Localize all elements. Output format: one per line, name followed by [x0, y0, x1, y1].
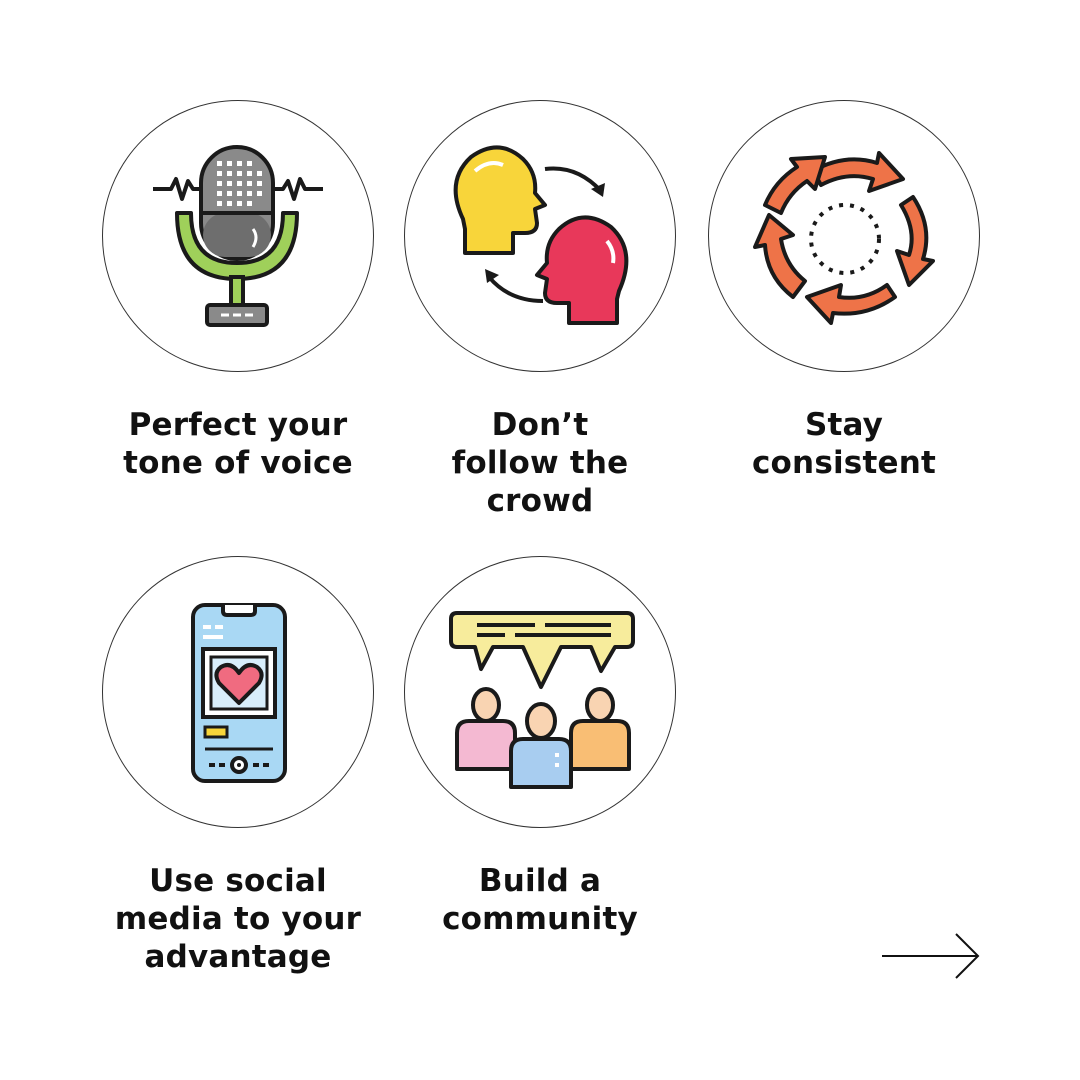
microphone-icon	[153, 145, 323, 327]
tip-label: Perfect your tone of voice	[88, 406, 388, 482]
tip-label: Don’t follow the crowd	[390, 406, 690, 520]
tip-circle	[102, 100, 374, 372]
smartphone-heart-icon	[191, 603, 287, 783]
tip-tone-of-voice: Perfect your tone of voice	[88, 100, 388, 500]
tip-label: Build a community	[390, 862, 690, 938]
label-line: crowd	[486, 483, 594, 519]
cycle-arrows-icon	[753, 151, 935, 325]
tip-social-media: Use social media to your advantage	[88, 556, 388, 976]
tip-dont-follow-crowd: Don’t follow the crowd	[390, 100, 690, 520]
tip-stay-consistent: Stay consistent	[694, 100, 994, 500]
label-line: community	[442, 901, 638, 937]
label-line: Stay	[804, 407, 884, 443]
label-line: follow the	[451, 445, 629, 481]
tip-circle	[404, 556, 676, 828]
arrow-right-icon	[882, 933, 980, 979]
label-line: Don’t	[491, 407, 589, 443]
tip-circle	[708, 100, 980, 372]
label-line: Use social	[149, 863, 327, 899]
community-chat-icon	[449, 611, 635, 789]
label-line: media to your	[114, 901, 362, 937]
label-line: tone of voice	[123, 445, 353, 481]
tip-circle	[404, 100, 676, 372]
tip-build-community: Build a community	[390, 556, 690, 956]
label-line: consistent	[751, 445, 936, 481]
next-slide-button[interactable]	[880, 930, 984, 982]
label-line: Build a	[478, 863, 602, 899]
tip-circle	[102, 556, 374, 828]
label-line: advantage	[144, 939, 332, 975]
tip-label: Stay consistent	[694, 406, 994, 482]
tip-label: Use social media to your advantage	[88, 862, 388, 976]
label-line: Perfect your	[128, 407, 348, 443]
two-heads-exchange-icon	[453, 145, 629, 325]
